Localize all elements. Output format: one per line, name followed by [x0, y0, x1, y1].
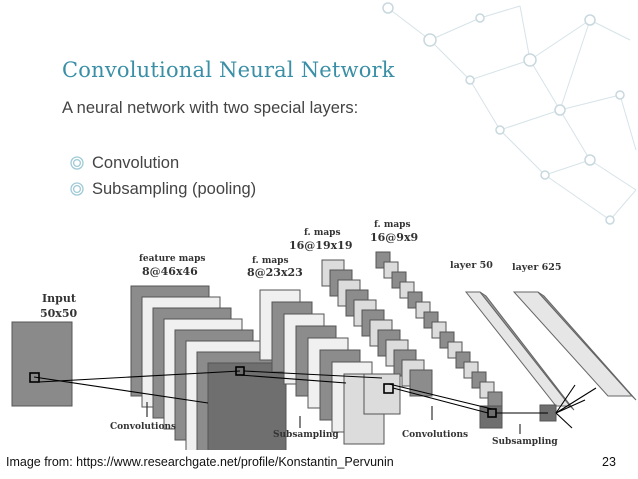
fm3-size-label: 16@19x19	[289, 239, 352, 252]
feature-maps-16x19	[321, 259, 433, 415]
layer-50	[464, 291, 575, 411]
input-label: Input	[42, 292, 77, 305]
fm4-size-label: 16@9x9	[370, 231, 418, 244]
fm4-label: f. maps	[374, 220, 411, 230]
slide-title: Convolutional Neural Network	[62, 58, 395, 82]
feature-maps-8x23	[259, 289, 385, 445]
slide-subtitle: A neural network with two special layers…	[62, 99, 359, 117]
cnn-architecture-diagram: Input 50x50 feature maps 8@46x46 f. maps…	[11, 220, 637, 450]
op-convolutions-2: Convolutions	[402, 430, 468, 440]
op-subsampling-2: Subsampling	[492, 437, 558, 447]
layer2-label: layer 625	[512, 262, 561, 273]
op-subsampling-1: Subsampling	[273, 430, 339, 440]
fm2-label: f. maps	[252, 256, 289, 266]
page-number: 23	[602, 455, 616, 469]
bullet-item-subsampling: Subsampling (pooling)	[70, 176, 256, 202]
fm2-size-label: 8@23x23	[247, 266, 303, 279]
bullet-item-convolution: Convolution	[70, 150, 256, 176]
feature-maps-16x9	[375, 251, 503, 429]
op-convolutions-1: Convolutions	[110, 422, 176, 432]
circle-bullet-icon	[70, 152, 84, 170]
fm3-label: f. maps	[304, 228, 341, 238]
operation-ticks	[146, 402, 521, 434]
layer-625	[512, 291, 637, 401]
connection-lines	[33, 370, 597, 429]
fm1-label: feature maps	[139, 254, 205, 264]
bullet-text: Subsampling (pooling)	[92, 180, 257, 198]
input-map	[11, 321, 73, 407]
circle-bullet-icon	[70, 178, 84, 196]
input-size-label: 50x50	[40, 307, 78, 320]
image-source-caption: Image from: https://www.researchgate.net…	[6, 455, 394, 469]
bullet-list: Convolution Subsampling (pooling)	[70, 150, 256, 202]
fm1-size-label: 8@46x46	[142, 265, 198, 278]
bullet-text: Convolution	[92, 154, 180, 172]
layer1-label: layer 50	[450, 260, 493, 271]
